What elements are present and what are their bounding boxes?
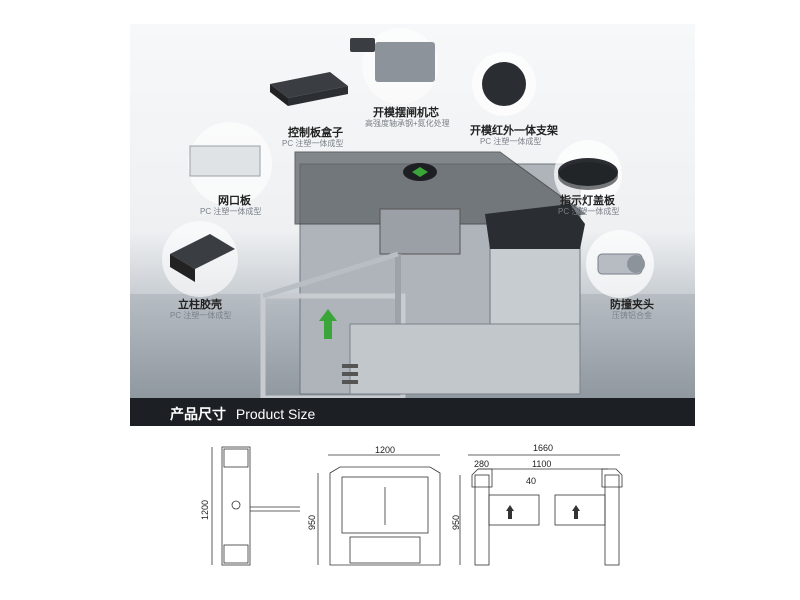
part-subtitle: PC 注塑一体成型 <box>282 139 344 148</box>
dimension-label: 1660 <box>533 443 554 453</box>
part-title: 防撞夹头 <box>610 299 654 311</box>
dimension-label: 280 <box>474 459 490 469</box>
part-subtitle: PC 注塑一体成型 <box>558 207 620 216</box>
part-title: 控制板盒子 <box>288 127 343 139</box>
dimension-label: 40 <box>526 476 537 486</box>
part-title: 指示灯盖板 <box>560 195 615 207</box>
dimension-label: 950 <box>307 514 317 530</box>
part-subtitle: PC 注塑一体成型 <box>170 311 232 320</box>
part-icon-anti-collision-clamp <box>586 230 654 298</box>
dimension-label: 1200 <box>375 445 396 455</box>
dimension-label: 1100 <box>532 459 552 469</box>
dimension-label: 950 <box>451 514 461 530</box>
part-subtitle: 压铸铝合金 <box>612 311 652 320</box>
top-view-drawing <box>459 454 623 566</box>
part-title: 立柱胶壳 <box>178 299 222 311</box>
product-hero-image: 开模摆闸机芯 高强度轴承钢+氮化处理 控制板盒子 PC 注塑一体成型 开模红外一… <box>130 24 695 400</box>
part-icon-mechanism <box>350 28 438 104</box>
front-view-drawing <box>317 454 441 566</box>
section-title-en: Product Size <box>235 406 316 422</box>
part-icon-indicator-cover <box>554 140 622 208</box>
up-arrow-icon <box>506 505 514 519</box>
part-icon-network-board <box>188 122 272 206</box>
part-subtitle: 高强度轴承钢+氮化处理 <box>365 119 450 128</box>
turnstile-illustration <box>162 28 654 400</box>
part-title: 网口板 <box>218 195 251 207</box>
part-icon-control-box <box>270 72 348 106</box>
section-title-cn: 产品尺寸 <box>170 406 226 422</box>
dimension-label: 1200 <box>200 499 210 520</box>
section-title: 产品尺寸 Product Size <box>170 404 315 424</box>
dimension-drawings <box>211 446 623 566</box>
part-title: 开模摆闸机芯 <box>373 107 439 119</box>
part-icon-infrared-bracket <box>472 52 536 116</box>
section-header-band <box>130 398 695 426</box>
part-title: 开模红外一体支架 <box>470 125 558 137</box>
up-arrow-icon <box>572 505 580 519</box>
part-icon-pillar-shell <box>162 221 238 297</box>
part-subtitle: PC 注塑一体成型 <box>480 137 542 146</box>
part-subtitle: PC 注塑一体成型 <box>200 207 262 216</box>
side-view-drawing <box>211 446 300 566</box>
